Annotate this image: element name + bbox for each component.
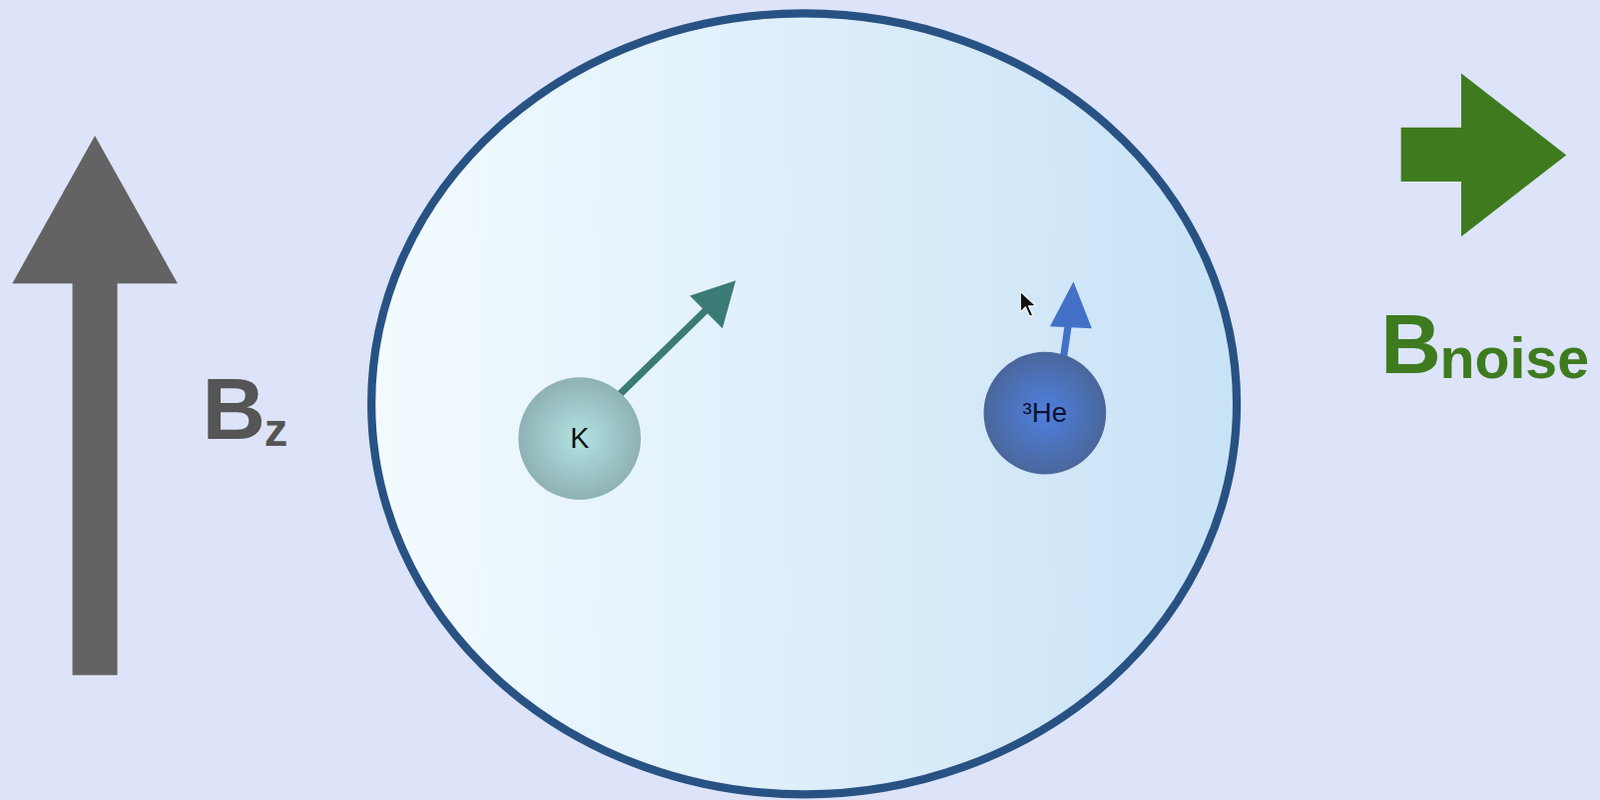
atom-label: K (569, 424, 589, 454)
mouse-cursor (1020, 291, 1036, 317)
atom-circle-shape (984, 352, 1107, 476)
field-symbol: B (1380, 302, 1442, 387)
helium-atom: ³He (984, 352, 1107, 476)
vapor-cell (371, 12, 1237, 795)
potassium-atom: K (518, 377, 641, 501)
field-subscript: z (264, 406, 289, 454)
atom-label: ³He (1023, 399, 1067, 428)
atom-circle-shape (518, 377, 641, 501)
field-symbol: B (201, 364, 265, 453)
k-spin-arrow (618, 280, 737, 397)
field-arrow-noise (1401, 73, 1568, 238)
field-arrow-bz (11, 135, 178, 676)
he-spin-arrow (1050, 281, 1092, 360)
field-subscript: noise (1439, 330, 1590, 388)
